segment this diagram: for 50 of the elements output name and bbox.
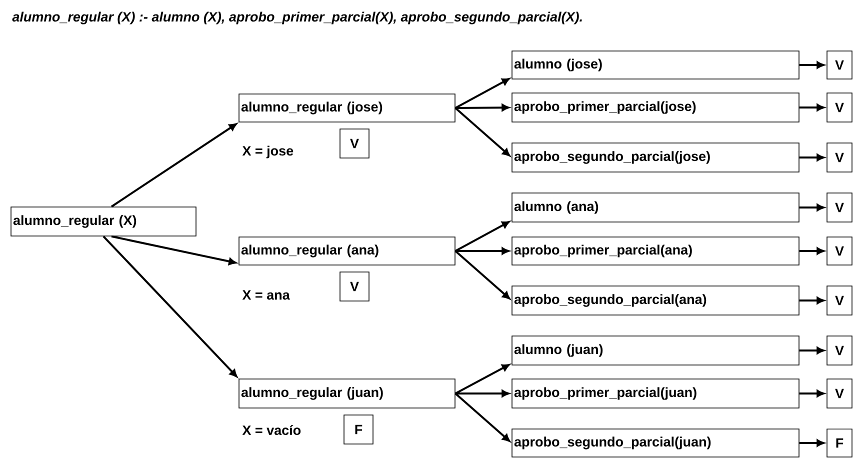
binding-label: X = jose (242, 146, 294, 158)
goal-box: aprobo_primer_parcial(juan) (512, 378, 800, 408)
result-box: V (826, 50, 852, 80)
goal-box: aprobo_segundo_parcial(ana) (512, 286, 800, 316)
arrow (102, 236, 238, 378)
arrow (110, 123, 237, 208)
arrow (799, 154, 824, 162)
arrow (455, 104, 510, 112)
goal-box: alumno_regular (jose) (238, 94, 456, 122)
goal-box: aprobo_segundo_parcial(jose) (512, 142, 800, 172)
arrow (799, 439, 824, 447)
arrow (799, 346, 824, 354)
arrow (799, 390, 824, 398)
arrow (455, 390, 510, 398)
result-box: F (344, 414, 374, 444)
result-box: V (826, 192, 852, 222)
arrow (454, 364, 510, 394)
arrow (454, 221, 510, 252)
result-box: V (340, 128, 370, 158)
result-box: F (826, 428, 852, 458)
result-box: V (826, 236, 852, 266)
arrow (454, 392, 510, 442)
goal-box: alumno_regular (ana) (238, 236, 456, 266)
goal-box: alumno (jose) (512, 50, 800, 80)
result-box: V (826, 142, 852, 172)
arrow (454, 78, 510, 109)
goal-box: aprobo_primer_parcial(jose) (512, 92, 800, 122)
binding-label: X = ana (242, 290, 290, 300)
arrow (111, 235, 236, 266)
goal-box: aprobo_primer_parcial(ana) (512, 236, 800, 266)
goal-box: alumno (ana) (512, 192, 800, 222)
binding-label: X = vacío (242, 425, 301, 436)
query-box: alumno_regular (X) (10, 206, 196, 236)
arrow (799, 204, 824, 212)
arrow (455, 247, 510, 255)
goal-box: alumno (juan) (512, 336, 800, 366)
goal-box: aprobo_segundo_parcial(juan) (512, 428, 800, 458)
arrow (799, 247, 824, 255)
result-box: V (340, 272, 370, 302)
arrow (454, 107, 510, 156)
result-box: V (826, 92, 852, 122)
arrow (799, 61, 824, 69)
arrow (799, 296, 824, 304)
arrow (799, 104, 824, 112)
arrow (454, 250, 510, 300)
result-box: V (826, 286, 852, 316)
result-box: V (826, 336, 852, 366)
title: alumno_regular (X) :- alumno (X), aprobo_primer_parcial(X), aprobo_segundo_parcial(X). (12, 12, 582, 24)
result-box: V (826, 378, 852, 408)
goal-box: alumno_regular (juan) (238, 378, 456, 408)
